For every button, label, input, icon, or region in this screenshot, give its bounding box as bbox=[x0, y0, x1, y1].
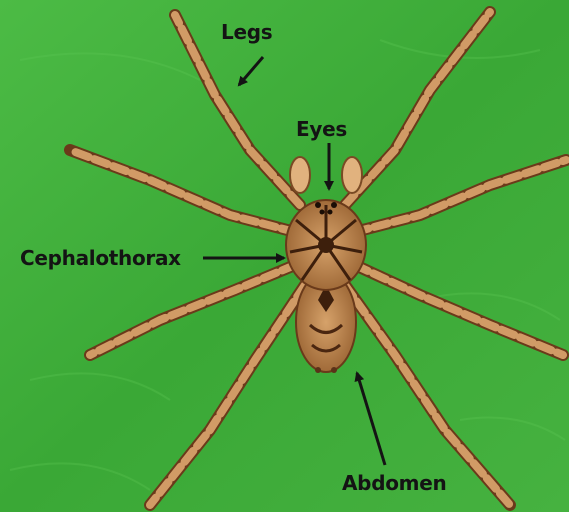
abdomen-label: Abdomen bbox=[342, 471, 446, 495]
legs-label: Legs bbox=[221, 20, 272, 44]
eyes-label: Eyes bbox=[296, 117, 347, 141]
cephalothorax-label: Cephalothorax bbox=[20, 246, 181, 270]
spider-cephalothorax bbox=[286, 200, 366, 290]
